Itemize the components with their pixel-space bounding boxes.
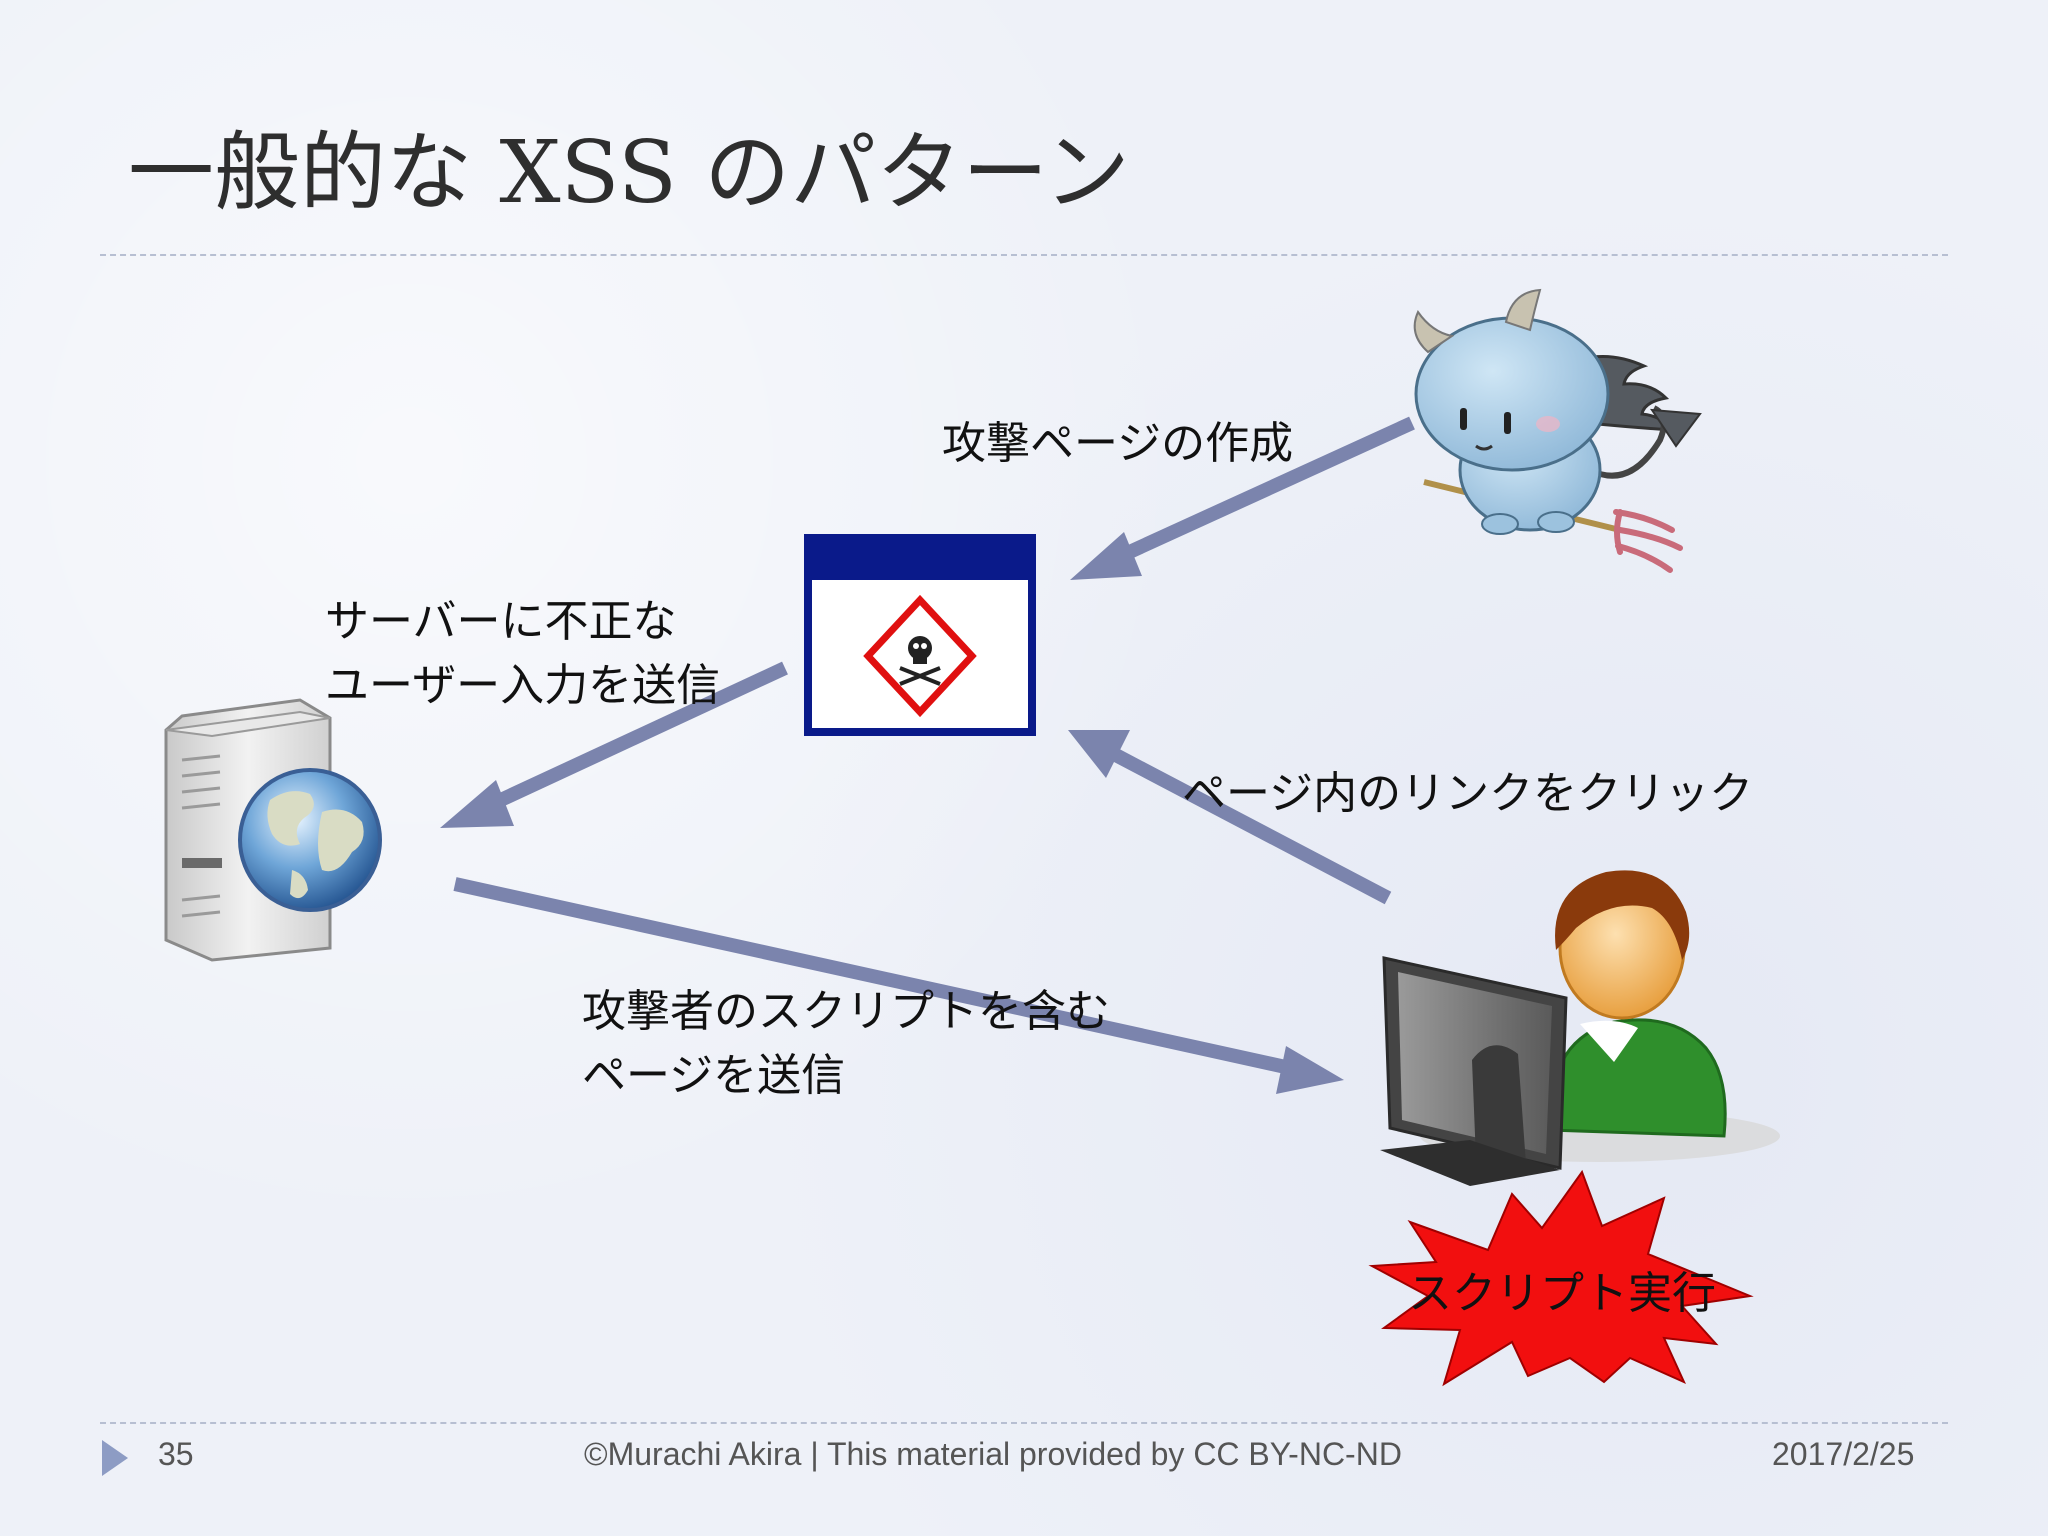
label-click-link: ページ内のリンクをクリック: [1182, 768, 1754, 819]
label-send-input-line2: ユーザー入力を送信: [325, 660, 721, 711]
label-send-page-line2: ページを送信: [582, 1050, 846, 1101]
page-number: 35: [158, 1436, 194, 1472]
label-create-attack-page: 攻撃ページの作成: [942, 418, 1294, 469]
slide-title: 一般的な XSS のパターン: [128, 123, 1130, 223]
triangle-play-icon: [102, 1440, 128, 1476]
user-at-computer-icon: [1380, 870, 1780, 1186]
explosion-burst-icon: [1368, 1169, 1754, 1387]
poison-page-icon: [804, 534, 1036, 736]
label-send-page-line1: 攻撃者のスクリプトを含む: [582, 986, 1110, 1037]
slide-date: 2017/2/25: [1772, 1436, 1915, 1472]
web-server-icon: [164, 698, 382, 962]
label-script-exec: スクリプト実行: [1408, 1268, 1716, 1319]
label-send-input-line1: サーバーに不正な: [325, 596, 677, 647]
devil-icon: [1413, 288, 1702, 573]
title-divider: [100, 254, 1948, 256]
arrow-send-page: [453, 877, 1344, 1094]
footer-divider: [100, 1422, 1948, 1424]
copyright-notice: ©Murachi Akira | This material provided …: [584, 1436, 1402, 1472]
arrow-send-input: [440, 661, 788, 828]
arrow-create-page: [1070, 416, 1415, 580]
arrow-click-link: [1068, 730, 1392, 905]
